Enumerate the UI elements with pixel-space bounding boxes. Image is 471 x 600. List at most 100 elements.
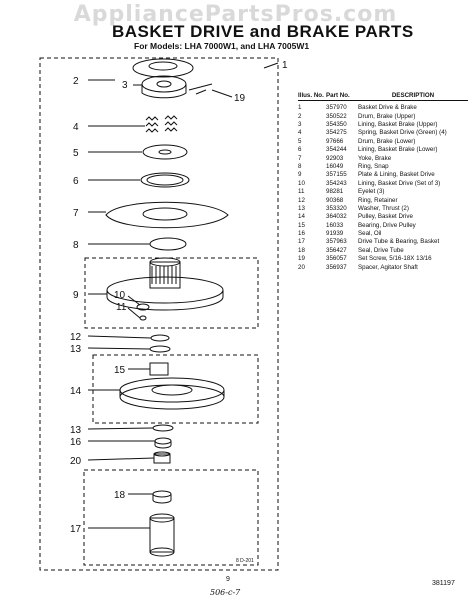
document-code: 381197	[432, 580, 455, 587]
cell-description: Set Screw, 5/16-18X 13/16	[358, 255, 432, 263]
part-snap-ring	[149, 237, 187, 251]
part-plate-hub	[149, 261, 181, 289]
cell-part-no: 356427	[326, 246, 347, 254]
parts-table-header: Illus. No. Part No. DESCRIPTION	[298, 92, 468, 102]
page-title: BASKET DRIVE and BRAKE PARTS	[112, 22, 414, 41]
part-thrust-washer	[149, 345, 171, 353]
cell-illus-no: 4	[298, 129, 302, 137]
cell-description: Lining, Basket Brake (Lower)	[358, 146, 438, 154]
cell-description: Pulley, Basket Drive	[358, 213, 413, 221]
cell-part-no: 354350	[326, 120, 347, 128]
cell-illus-no: 2	[298, 112, 302, 120]
cell-illus-no: 17	[298, 238, 305, 246]
cell-part-no: 364032	[326, 213, 347, 221]
table-row: 3 354350 Lining, Basket Brake (Upper)	[298, 121, 468, 128]
callout-13-lower: 13	[70, 425, 82, 436]
cell-illus-no: 1	[298, 104, 302, 112]
cell-part-no: 90368	[326, 196, 344, 204]
header-part-no: Part No.	[326, 92, 350, 99]
callout-8: 8	[73, 240, 79, 251]
cell-description: Lining, Basket Brake (Upper)	[358, 120, 438, 128]
watermark: AppliancePartsPros.com	[73, 2, 398, 27]
cell-part-no: 97666	[326, 137, 344, 145]
cell-part-no: 92903	[326, 154, 344, 162]
cell-description: Seal, Drive Tube	[358, 246, 404, 254]
table-row: 11 98281 Eyelet (3)	[298, 188, 468, 195]
part-pulley-bearing	[149, 362, 169, 376]
cell-part-no: 357963	[326, 238, 347, 246]
cell-illus-no: 3	[298, 120, 302, 128]
callout-18: 18	[114, 490, 126, 501]
cell-part-no: 350522	[326, 112, 347, 120]
callout-10: 10	[114, 290, 126, 301]
drive-tube-boundary	[83, 469, 259, 566]
cell-illus-no: 19	[298, 255, 305, 263]
table-row: 1 357970 Basket Drive & Brake	[298, 104, 468, 111]
callout-16: 16	[70, 437, 82, 448]
page-number: 9	[226, 576, 230, 583]
cell-description: Drum, Brake (Upper)	[358, 112, 416, 120]
callout-17: 17	[70, 524, 82, 535]
table-row: 18 356427 Seal, Drive Tube	[298, 247, 468, 254]
callout-15: 15	[114, 365, 126, 376]
cell-description: Basket Drive & Brake	[358, 104, 417, 112]
cell-description: Bearing, Drive Pulley	[358, 221, 416, 229]
part-lower-lining	[140, 172, 190, 188]
cell-part-no: 357970	[326, 104, 347, 112]
callout-6: 6	[73, 176, 79, 187]
cell-part-no: 16049	[326, 162, 344, 170]
pulley-assembly-boundary	[92, 354, 259, 424]
cell-part-no: 356937	[326, 263, 347, 271]
cell-illus-no: 18	[298, 246, 305, 254]
table-row: 2 350522 Drum, Brake (Upper)	[298, 113, 468, 120]
part-brake-yoke	[105, 201, 229, 229]
part-drive-tube-seal	[152, 490, 172, 498]
cell-description: Spring, Basket Drive (Green) (4)	[358, 129, 447, 137]
cell-description: Drum, Brake (Lower)	[358, 137, 416, 145]
cell-part-no: 356057	[326, 255, 347, 263]
cell-part-no: 98281	[326, 188, 344, 196]
cell-illus-no: 15	[298, 221, 305, 229]
assembly-boundary	[39, 57, 279, 571]
callout-7: 7	[73, 208, 79, 219]
header-description: DESCRIPTION	[391, 92, 435, 99]
cell-illus-no: 12	[298, 196, 305, 204]
cell-illus-no: 16	[298, 230, 305, 238]
cell-description: Washer, Thrust (2)	[358, 204, 409, 212]
cell-description: Lining, Basket Drive (Set of 3)	[358, 179, 441, 187]
cell-illus-no: 9	[298, 171, 302, 179]
callout-2: 2	[73, 76, 79, 87]
part-springs	[145, 115, 178, 133]
part-lower-drum	[142, 144, 188, 160]
leader-1	[263, 62, 279, 69]
part-upper-drum-hub	[141, 75, 187, 93]
header-illus-no: Illus. No.	[298, 92, 324, 99]
callout-4: 4	[73, 122, 79, 133]
cell-part-no: 354275	[326, 129, 347, 137]
cell-description: Seal, Oil	[358, 230, 382, 238]
cell-illus-no: 11	[298, 188, 305, 196]
handwritten-note: 506-c-7	[210, 588, 241, 597]
cell-illus-no: 10	[298, 179, 305, 187]
cell-description: Yoke, Brake	[358, 154, 392, 162]
part-drive-tube	[149, 517, 175, 553]
callout-9: 9	[73, 290, 79, 301]
part-pulley	[119, 377, 225, 403]
callout-20: 20	[70, 456, 82, 467]
cell-part-no: 357155	[326, 171, 347, 179]
cell-description: Eyelet (3)	[358, 188, 385, 196]
table-row: 19 356057 Set Screw, 5/16-18X 13/16	[298, 255, 468, 262]
cell-description: Ring, Retainer	[358, 196, 398, 204]
cell-illus-no: 5	[298, 137, 302, 145]
table-row: 12 90368 Ring, Retainer	[298, 197, 468, 204]
